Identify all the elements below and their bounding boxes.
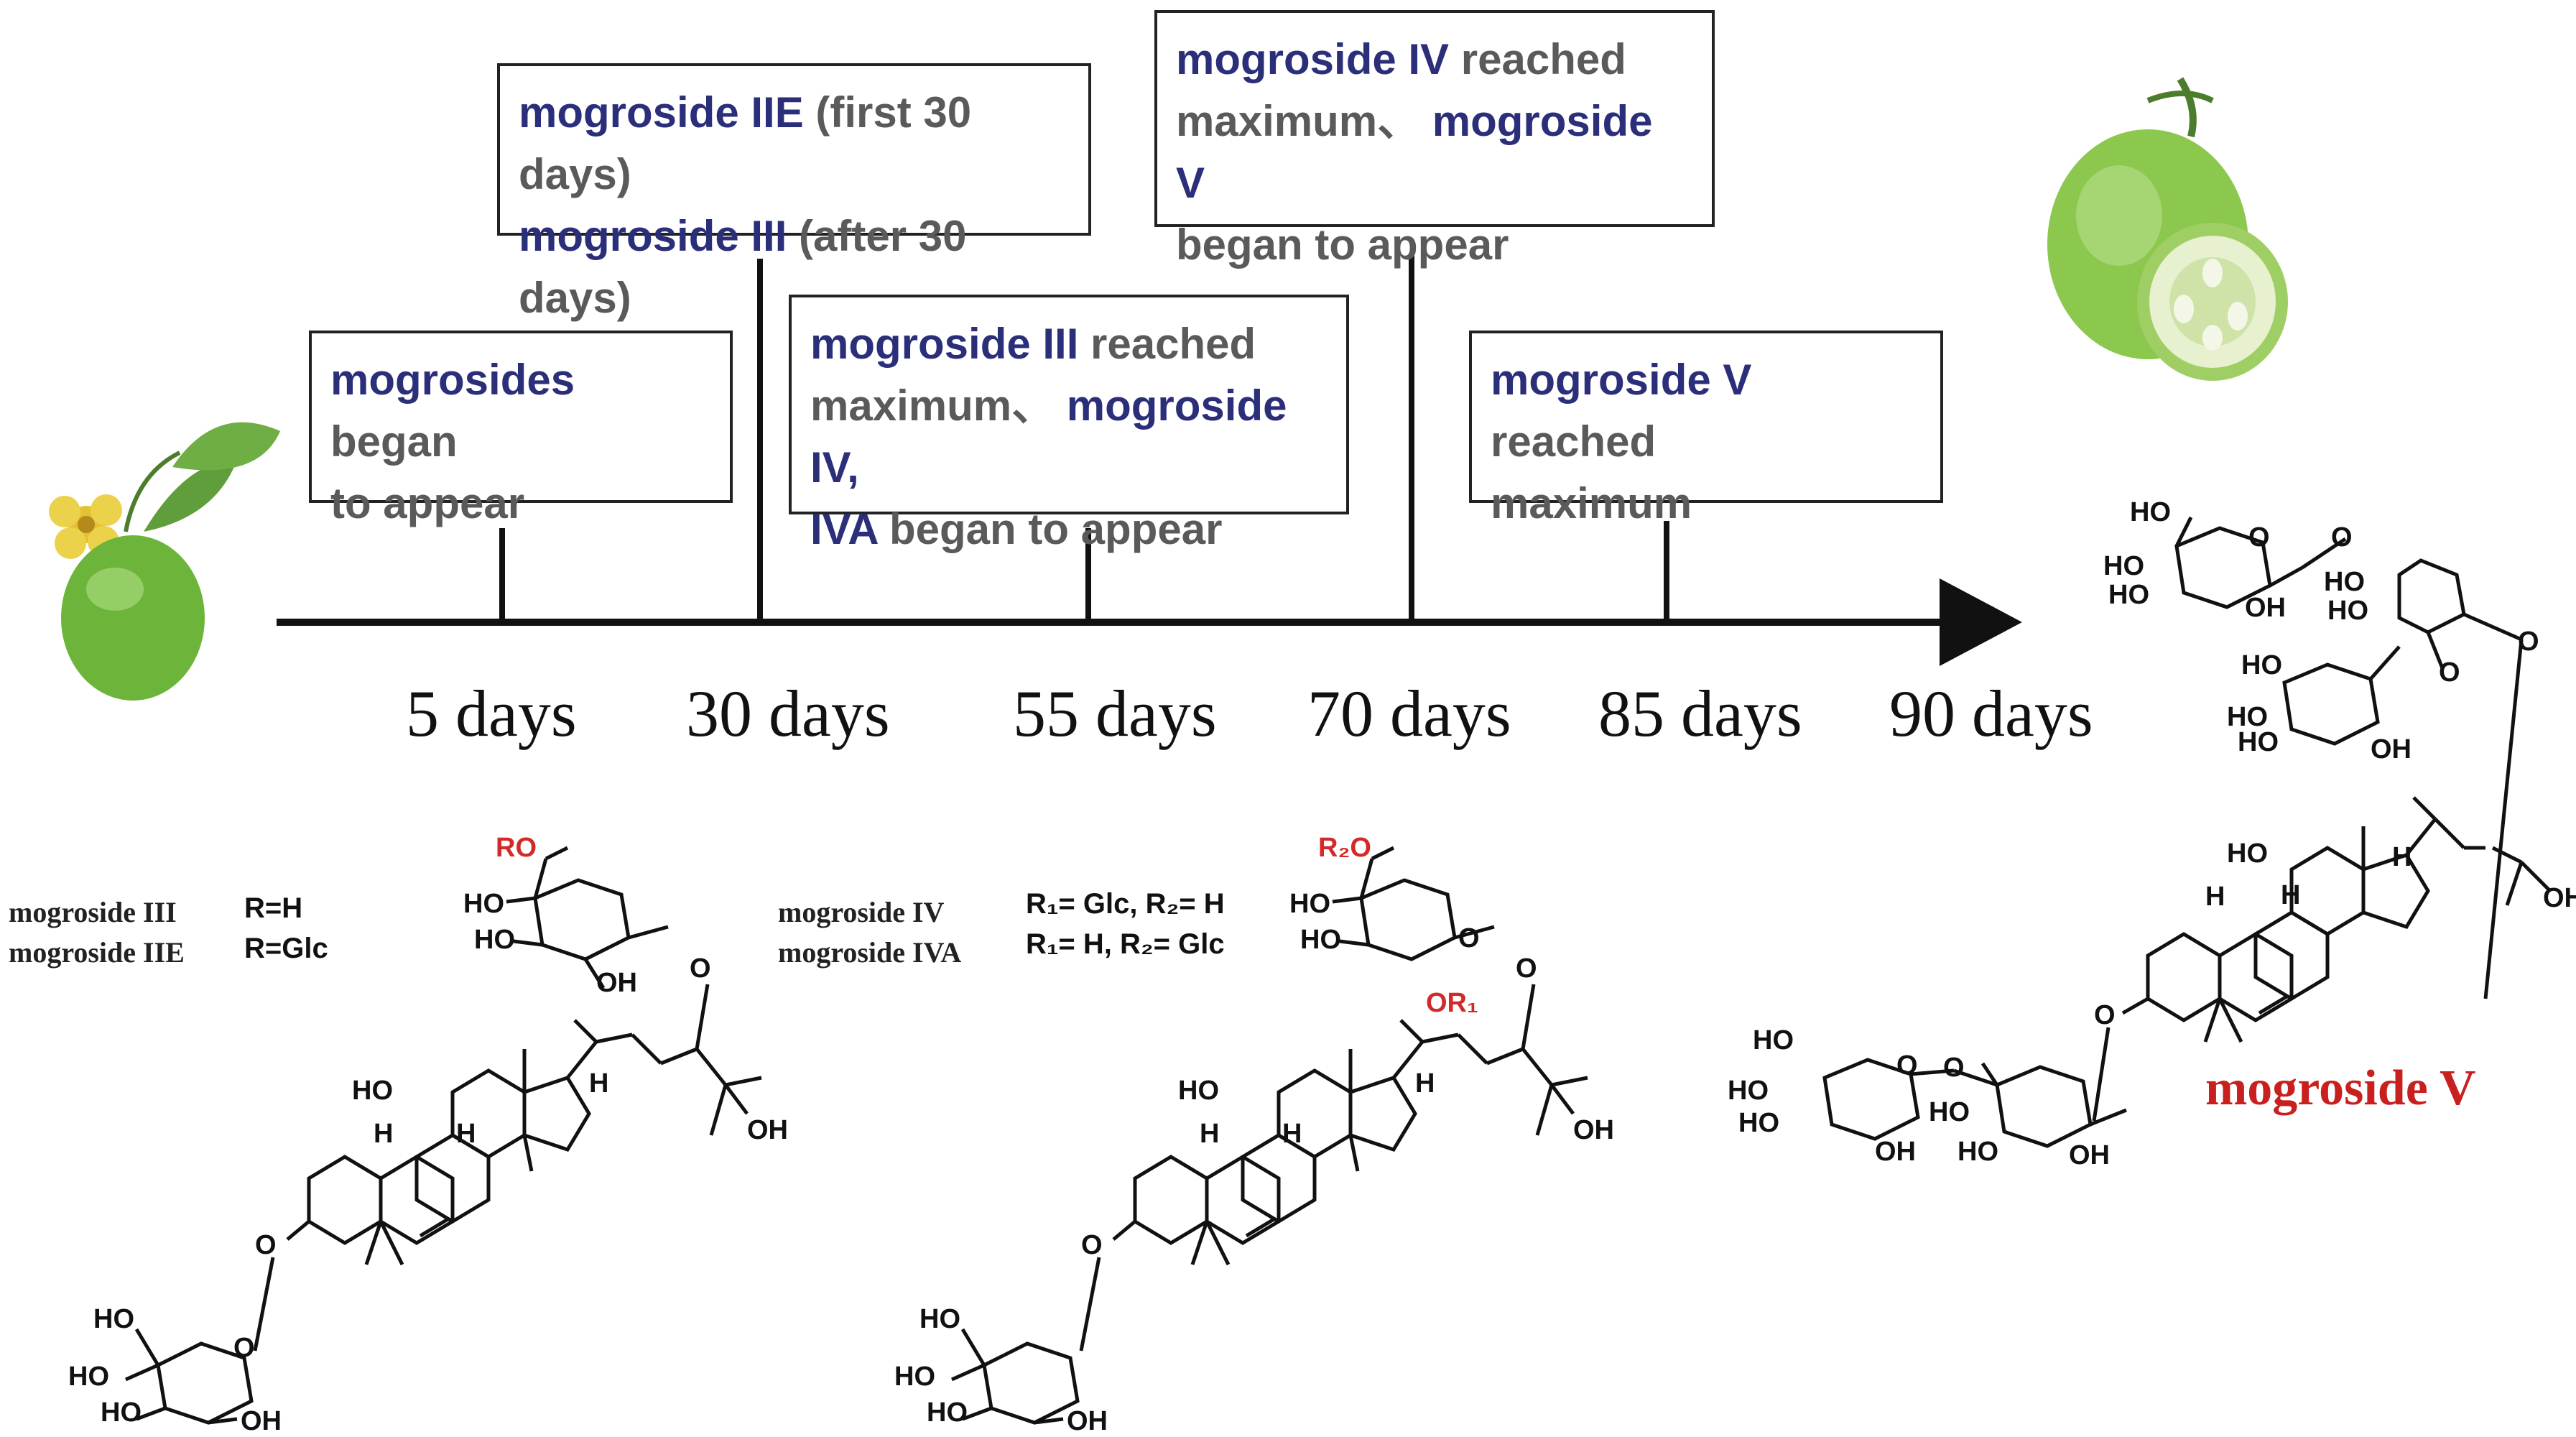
event-box-5-days: mogrosides began to appear (309, 331, 733, 527)
day-label-30: 30 days (686, 677, 890, 750)
svg-text:HO: HO (68, 1362, 109, 1392)
svg-text:HO: HO (2327, 596, 2368, 626)
svg-text:H: H (2281, 880, 2300, 910)
svg-text:HO: HO (474, 925, 515, 955)
timeline-axis (277, 255, 2022, 666)
svg-text:OH: OH (1067, 1406, 1108, 1436)
svg-text:H: H (589, 1068, 608, 1099)
event-box-70-days: mogroside IV reached maximum、 mogroside … (1154, 10, 1715, 269)
mogroside-v-title: mogroside V (2205, 1061, 2476, 1116)
svg-text:HO: HO (2108, 580, 2149, 610)
svg-text:HO: HO (352, 1076, 393, 1106)
event-box-30-days: mogroside IIE (first 30 days) mogroside … (497, 63, 1091, 322)
svg-text:OH: OH (2543, 883, 2576, 913)
svg-text:HO: HO (2324, 567, 2365, 597)
svg-text:HO: HO (927, 1397, 968, 1428)
svg-text:HO: HO (1728, 1076, 1769, 1106)
svg-text:HO: HO (2227, 702, 2268, 732)
svg-text:OH: OH (747, 1115, 788, 1145)
svg-text:HO: HO (894, 1362, 935, 1392)
day-label-85: 85 days (1598, 677, 1802, 750)
event-compound: mogroside V (1176, 97, 1653, 207)
structure-mogroside-iv-atoms: R₂O HO HO OR₁ O O HO H H H OH O HO HO HO… (894, 833, 1614, 1436)
svg-text:HO: HO (1289, 889, 1330, 919)
svg-text:H: H (374, 1119, 393, 1149)
structure-mogroside-iii (124, 846, 762, 1425)
svg-text:HO: HO (2238, 727, 2279, 757)
day-label-5: 5 days (406, 677, 577, 750)
legend-middle-r: R₁= Glc, R₂= H R₁= H, R₂= Glc (1026, 888, 1225, 960)
svg-text:H: H (1415, 1068, 1435, 1099)
svg-text:HO: HO (2103, 551, 2144, 581)
svg-text:O: O (2248, 522, 2270, 553)
svg-text:HO: HO (2130, 497, 2171, 527)
ripe-fruit-halved-icon (2047, 77, 2288, 381)
svg-text:OH: OH (1875, 1137, 1916, 1167)
event-compound: mogroside IV, (810, 382, 1287, 491)
r1-substituent-label: OR₁ (1426, 988, 1478, 1018)
event-box-55-days: mogroside III reached maximum、 mogroside… (789, 295, 1349, 553)
svg-text:HO: HO (463, 889, 504, 919)
event-compound: mogroside III (519, 212, 787, 260)
fruit-with-flower-icon (49, 422, 280, 701)
legend-left-names: mogroside III mogroside IIE (9, 896, 185, 969)
r-substituent-label: RO (496, 833, 537, 863)
svg-text:HO: HO (1929, 1097, 1970, 1127)
svg-text:HO: HO (919, 1304, 960, 1334)
svg-text:H: H (2392, 842, 2411, 872)
svg-text:OH: OH (2371, 734, 2411, 764)
timeline-arrow-icon (1940, 578, 2022, 666)
svg-text:OH: OH (596, 968, 637, 998)
svg-text:HO: HO (93, 1304, 134, 1334)
structure-mogroside-iii-atoms: RO HO HO OH O HO H H H OH O HO HO HO OH … (68, 833, 788, 1436)
event-compound: mogroside IIE (519, 88, 804, 137)
day-label-55: 55 days (1013, 677, 1217, 750)
day-label-70: 70 days (1307, 677, 1511, 750)
event-compound: mogroside V (1491, 356, 1752, 404)
event-compound: mogroside IV (1176, 35, 1450, 83)
svg-text:HO: HO (1178, 1076, 1219, 1106)
day-label-90: 90 days (1889, 677, 2093, 750)
svg-text:H: H (1200, 1119, 1219, 1149)
svg-text:HO: HO (2241, 650, 2282, 680)
svg-text:HO: HO (1300, 925, 1341, 955)
svg-text:O: O (690, 953, 711, 984)
svg-text:O: O (1896, 1050, 1918, 1081)
event-compound: mogrosides (330, 356, 575, 404)
svg-text:O: O (1943, 1053, 1965, 1083)
structure-mogroside-iv (950, 846, 1588, 1425)
legend-middle-names: mogroside IV mogroside IVA (778, 896, 962, 969)
svg-text:O: O (1458, 923, 1480, 953)
svg-text:O: O (2518, 627, 2539, 657)
event-compound: IVA (810, 505, 878, 553)
svg-text:OH: OH (2245, 593, 2286, 623)
structure-mogroside-v-atoms: HO HO HO OH O O HO HO O O HO HO HO OH HO… (1728, 497, 2576, 1170)
svg-text:O: O (1081, 1230, 1103, 1260)
svg-text:O: O (2439, 657, 2460, 688)
svg-text:OH: OH (2069, 1140, 2110, 1170)
svg-text:O: O (2331, 522, 2353, 553)
svg-text:HO: HO (1753, 1025, 1794, 1055)
svg-text:HO: HO (101, 1397, 142, 1428)
svg-text:O: O (1516, 953, 1537, 984)
legend-left-r: R=H R=Glc (244, 892, 328, 964)
event-box-85-days: mogroside V reached maximum (1469, 331, 1943, 527)
svg-text:O: O (255, 1230, 277, 1260)
r2-substituent-label: R₂O (1318, 833, 1371, 863)
svg-text:O: O (233, 1333, 255, 1363)
svg-text:H: H (1282, 1119, 1302, 1149)
svg-text:OH: OH (1573, 1115, 1614, 1145)
svg-text:O: O (2094, 1000, 2116, 1030)
svg-text:H: H (456, 1119, 476, 1149)
svg-text:H: H (2205, 882, 2225, 912)
event-compound: mogroside III (810, 320, 1079, 368)
svg-text:HO: HO (1738, 1108, 1779, 1138)
svg-text:OH: OH (241, 1406, 282, 1436)
structure-mogroside-v (1822, 516, 2552, 1148)
svg-text:HO: HO (1958, 1137, 1998, 1167)
svg-text:HO: HO (2227, 838, 2268, 869)
